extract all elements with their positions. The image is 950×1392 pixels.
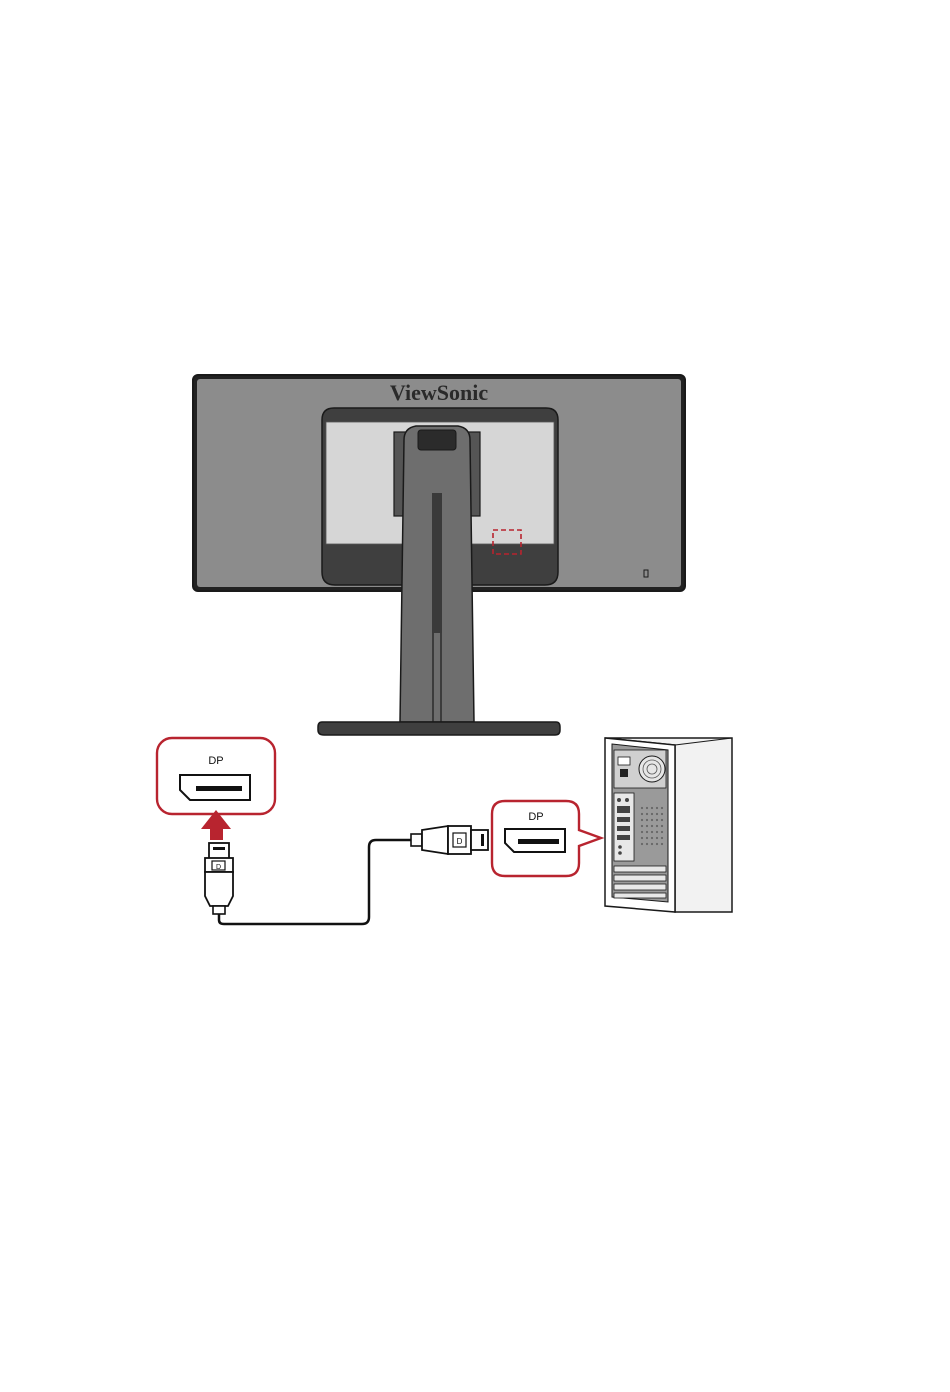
monitor-port-callout: DP [157, 738, 275, 814]
computer-tower [605, 738, 732, 912]
monitor: ViewSonic [193, 375, 685, 735]
svg-text:D: D [216, 864, 221, 871]
displayport-connector-icon: D [411, 826, 488, 854]
computer-port-label: DP [528, 811, 543, 823]
socket-pins [518, 839, 559, 844]
socket-pins [196, 786, 242, 791]
svg-text:D: D [457, 837, 463, 846]
monitor-port-label: DP [208, 755, 223, 767]
power-switch [620, 769, 628, 777]
power-inlet [618, 757, 630, 765]
stand-handle [418, 430, 456, 450]
cable-wire [219, 840, 412, 924]
displayport-cable: D D [205, 826, 488, 924]
stand-channel [432, 493, 442, 633]
monitor-brand: ViewSonic [390, 380, 488, 405]
displayport-connector-icon: D [205, 843, 233, 914]
computer-port-callout: DP [492, 801, 601, 876]
stand-base [318, 722, 560, 735]
